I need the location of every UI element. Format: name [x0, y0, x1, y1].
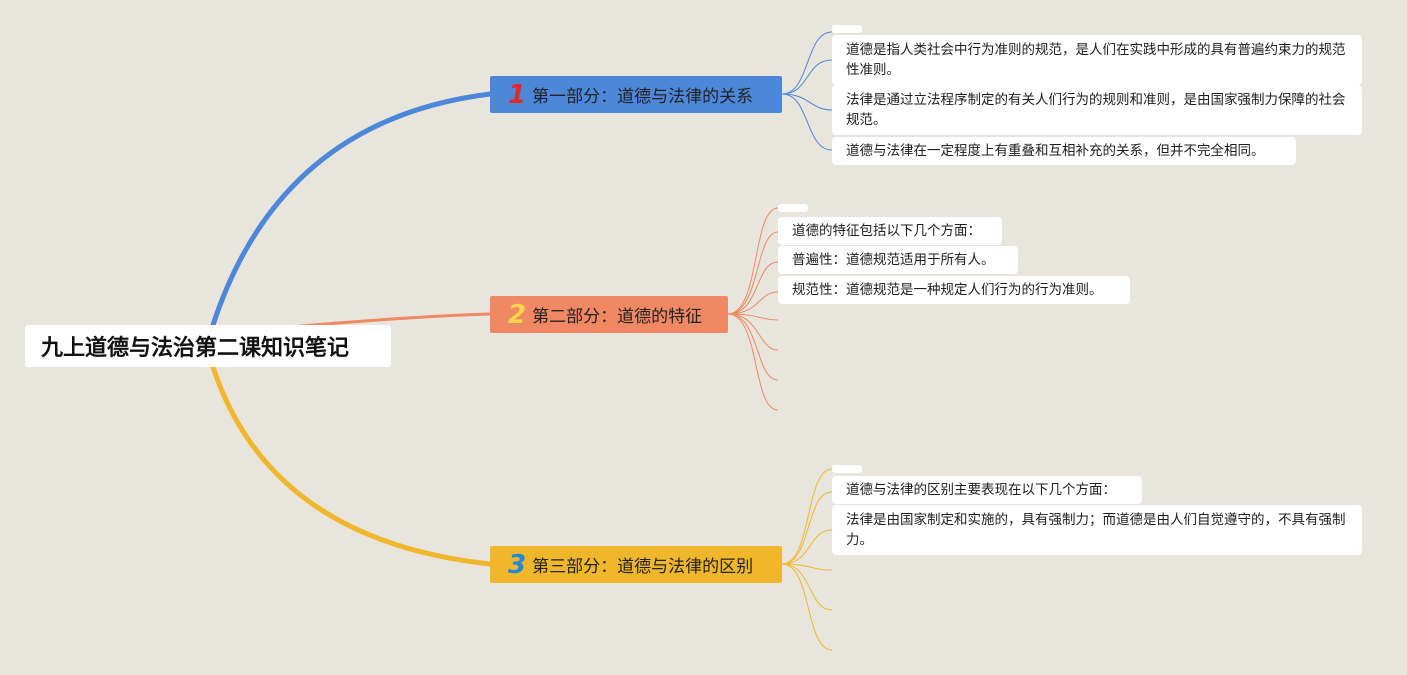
branch-3-label: 第三部分：道德与法律的区别	[532, 557, 754, 577]
branch-3-number: 3	[508, 549, 527, 580]
root-title: 九上道德与法治第二课知识笔记	[41, 336, 350, 361]
branch-3-topic[interactable]: 3 第三部分：道德与法律的区别	[490, 546, 782, 583]
branch-2-number: 2	[508, 299, 527, 330]
root-topic[interactable]: 九上道德与法治第二课知识笔记	[25, 325, 391, 367]
leaf-text: 普遍性：道德规范适用于所有人。	[792, 252, 995, 268]
branch-3-leaf-1[interactable]: 道德与法律的区别主要表现在以下几个方面：	[832, 476, 1142, 504]
connector-root-branch1	[210, 91, 493, 328]
branch-1-leaf-2[interactable]: 法律是通过立法程序制定的有关人们行为的规则和准则，是由国家强制力保障的社会规范。	[832, 85, 1362, 135]
leaf-text: 法律是由国家制定和实施的，具有强制力；而道德是由人们自觉遵守的，不具有强制力。	[846, 512, 1346, 548]
branch-1-leaf-3[interactable]: 道德与法律在一定程度上有重叠和互相补充的关系，但并不完全相同。	[832, 137, 1296, 165]
connector-root-branch3	[210, 364, 493, 567]
branch3-leaf-connectors	[781, 468, 833, 651]
branch-3-leaf-2[interactable]: 法律是由国家制定和实施的，具有强制力；而道德是由人们自觉遵守的，不具有强制力。	[832, 505, 1362, 555]
leaf-text: 道德是指人类社会中行为准则的规范，是人们在实践中形成的具有普遍约束力的规范性准则…	[846, 42, 1346, 78]
branch-2-leaf-1[interactable]: 道德的特征包括以下几个方面：	[778, 217, 1002, 245]
branch-1-leaf-1[interactable]: 道德是指人类社会中行为准则的规范，是人们在实践中形成的具有普遍约束力的规范性准则…	[832, 35, 1362, 85]
branch-1-empty-node[interactable]	[832, 25, 862, 33]
branch-1-number: 1	[508, 79, 527, 110]
branch-2-label: 第二部分：道德的特征	[532, 307, 703, 327]
branch-2-leaf-2[interactable]: 普遍性：道德规范适用于所有人。	[778, 246, 1018, 274]
branch-3-empty-node[interactable]	[832, 465, 862, 473]
leaf-text: 道德与法律在一定程度上有重叠和互相补充的关系，但并不完全相同。	[846, 143, 1265, 159]
connector-root-branch2	[299, 312, 491, 328]
branch-1-label: 第一部分：道德与法律的关系	[532, 87, 754, 107]
leaf-text: 法律是通过立法程序制定的有关人们行为的规则和准则，是由国家强制力保障的社会规范。	[846, 92, 1346, 128]
branch-1-topic[interactable]: 1 第一部分：道德与法律的关系	[490, 76, 782, 113]
branch2-leaf-connectors	[727, 207, 779, 411]
branch-2-topic[interactable]: 2 第二部分：道德的特征	[490, 296, 728, 333]
branch-2-leaf-3[interactable]: 规范性：道德规范是一种规定人们行为的行为准则。	[778, 276, 1130, 304]
branch-2-empty-node[interactable]	[778, 204, 808, 212]
leaf-text: 道德的特征包括以下几个方面：	[792, 223, 981, 239]
branch1-leaf-connectors	[781, 31, 833, 151]
leaf-text: 道德与法律的区别主要表现在以下几个方面：	[846, 482, 1116, 498]
leaf-text: 规范性：道德规范是一种规定人们行为的行为准则。	[792, 282, 1103, 298]
